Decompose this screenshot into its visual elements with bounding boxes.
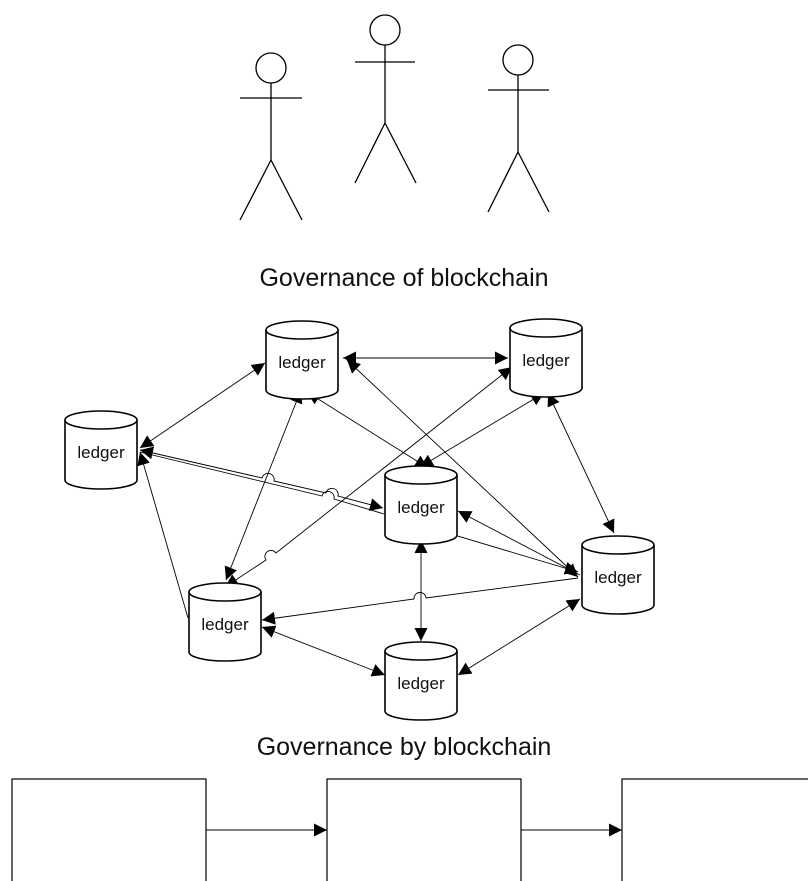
connection-line xyxy=(306,391,429,469)
cylinder-top xyxy=(188,582,262,602)
cylinder-body xyxy=(188,592,262,662)
actor-figure xyxy=(239,52,303,221)
connection-line xyxy=(419,392,545,468)
cylinder-top xyxy=(509,318,583,338)
connection-line xyxy=(224,366,513,588)
connection-line xyxy=(261,577,579,625)
connection-line xyxy=(139,362,266,449)
connection-line xyxy=(139,446,384,511)
cylinder-top xyxy=(64,410,138,430)
connection-line xyxy=(137,451,189,619)
ledger-label: ledger xyxy=(594,568,642,587)
ledger-label: ledger xyxy=(278,353,326,372)
cylinder-top xyxy=(265,320,339,340)
cylinder-top xyxy=(384,465,458,485)
connection-line xyxy=(547,392,615,534)
cylinder-body xyxy=(509,328,583,398)
ledger-node: ledger xyxy=(509,318,583,398)
actors-group xyxy=(239,14,550,221)
connection-line xyxy=(457,598,581,676)
cylinder-top xyxy=(384,641,458,661)
cylinder-body xyxy=(581,545,655,615)
block-box xyxy=(11,778,207,881)
ledger-label: ledger xyxy=(397,674,445,693)
cylinder-body xyxy=(384,651,458,721)
ledger-connections xyxy=(137,351,615,677)
connection-line xyxy=(139,451,579,575)
block-box xyxy=(621,778,808,881)
governance-by-heading: Governance by blockchain xyxy=(256,733,552,761)
ledger-node: ledger xyxy=(581,535,655,615)
ledger-nodes: ledger ledger ledger ledger ledger ledger ledg… xyxy=(64,318,655,721)
governance-of-heading: Governance of blockchain xyxy=(259,264,549,292)
ledger-node: ledger xyxy=(265,320,339,400)
cylinder-body xyxy=(64,420,138,490)
ledger-label: ledger xyxy=(77,443,125,462)
ledger-label: ledger xyxy=(201,615,249,634)
ledger-node: ledger xyxy=(64,410,138,490)
actor-figure xyxy=(487,44,550,213)
ledger-node: ledger xyxy=(188,582,262,662)
cylinder-top xyxy=(581,535,655,555)
ledger-label: ledger xyxy=(522,351,570,370)
ledger-label: ledger xyxy=(397,498,445,517)
connection-line xyxy=(261,625,386,677)
actor-figure xyxy=(354,14,417,184)
cylinder-body xyxy=(265,330,339,400)
ledger-node: ledger xyxy=(384,641,458,721)
connection-line xyxy=(457,510,581,576)
cylinder-body xyxy=(384,475,458,545)
ledger-node: ledger xyxy=(384,465,458,545)
block-box xyxy=(326,778,522,881)
blocks-row xyxy=(11,778,808,881)
